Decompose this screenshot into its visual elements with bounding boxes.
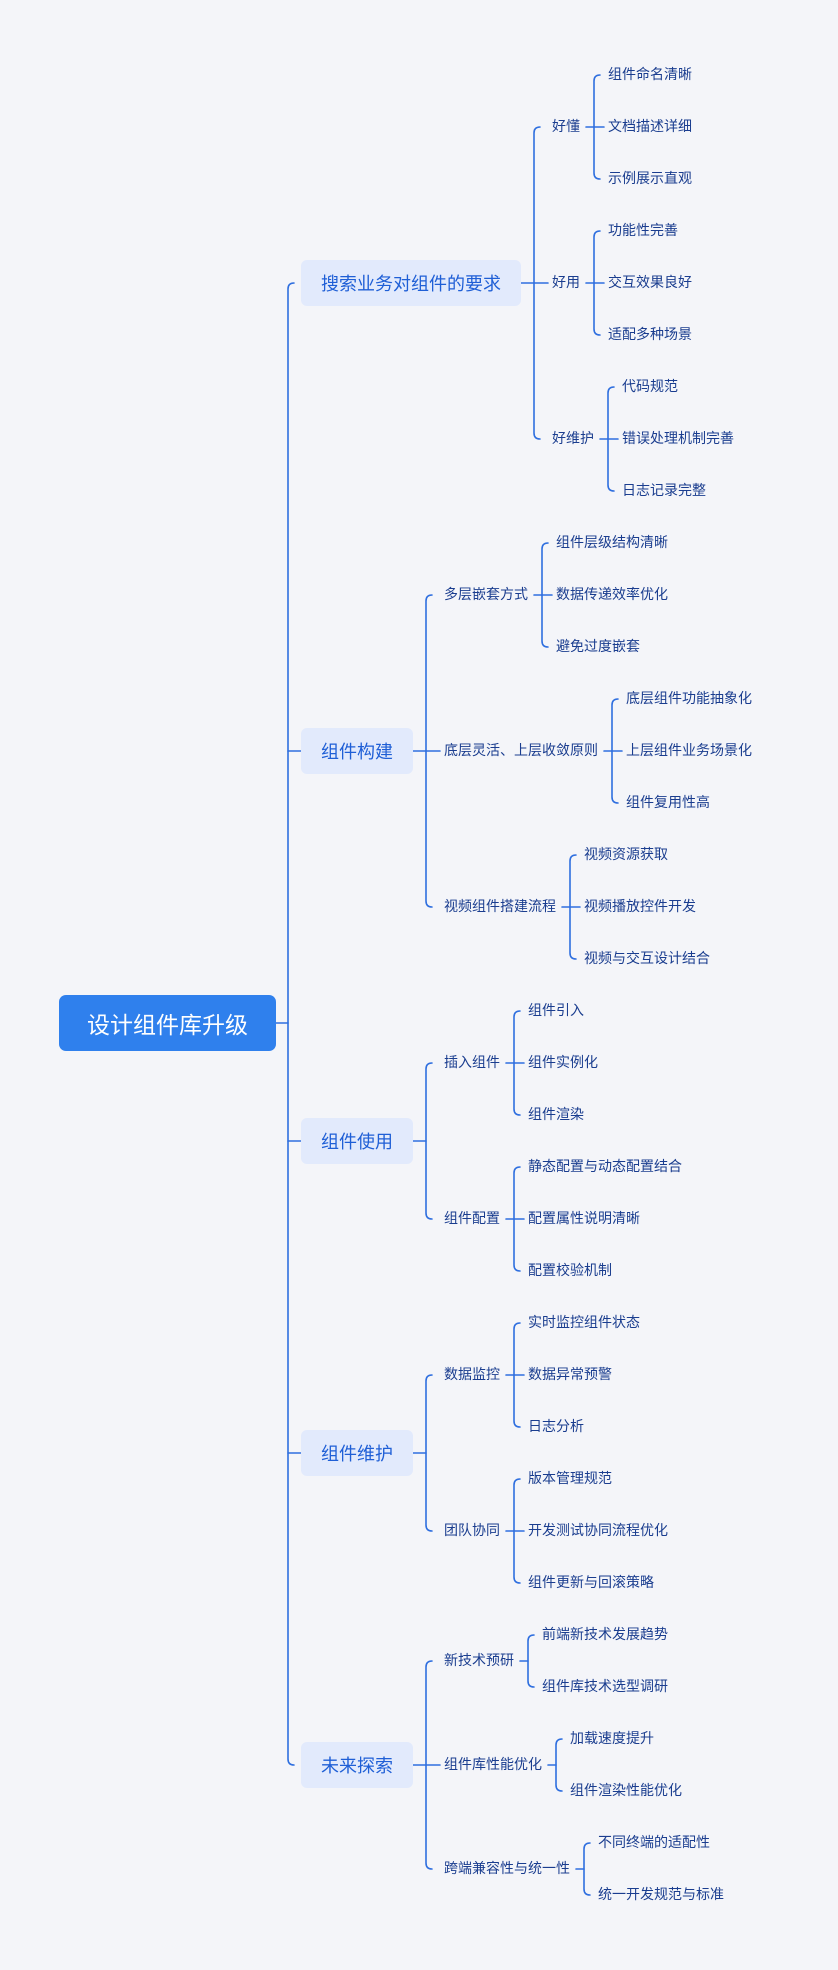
leaf-label[interactable]: 加载速度提升 bbox=[570, 1731, 654, 1747]
subtopic-label[interactable]: 好懂 bbox=[552, 119, 580, 135]
leaf-label[interactable]: 交互效果良好 bbox=[608, 275, 692, 291]
leaf-label[interactable]: 错误处理机制完善 bbox=[622, 431, 734, 447]
leaf-label[interactable]: 前端新技术发展趋势 bbox=[542, 1627, 668, 1643]
subtopic-label[interactable]: 新技术预研 bbox=[444, 1653, 514, 1669]
subtopic-label[interactable]: 团队协同 bbox=[444, 1523, 500, 1539]
leaf-label[interactable]: 日志记录完整 bbox=[622, 483, 706, 499]
leaf-label[interactable]: 配置属性说明清晰 bbox=[528, 1211, 640, 1227]
subtopic-label[interactable]: 数据监控 bbox=[444, 1367, 500, 1383]
subtopic-label[interactable]: 插入组件 bbox=[444, 1055, 500, 1071]
leaf-label[interactable]: 组件渲染 bbox=[528, 1107, 584, 1123]
leaf-label[interactable]: 组件命名清晰 bbox=[608, 67, 692, 83]
leaf-label[interactable]: 组件引入 bbox=[528, 1003, 584, 1019]
leaf-label[interactable]: 适配多种场景 bbox=[608, 327, 692, 343]
leaf-label[interactable]: 组件实例化 bbox=[528, 1055, 598, 1071]
subtopic-label[interactable]: 组件配置 bbox=[444, 1211, 500, 1227]
connector bbox=[425, 1374, 433, 1532]
leaf-label[interactable]: 组件渲染性能优化 bbox=[570, 1783, 682, 1799]
branch-node[interactable]: 组件维护 bbox=[301, 1430, 413, 1476]
leaf-label[interactable]: 日志分析 bbox=[528, 1419, 584, 1435]
leaf-label[interactable]: 数据传递效率优化 bbox=[556, 587, 668, 603]
leaf-label[interactable]: 组件层级结构清晰 bbox=[556, 535, 668, 551]
subtopic-label[interactable]: 组件库性能优化 bbox=[444, 1757, 542, 1773]
connector bbox=[287, 282, 295, 1766]
leaf-label[interactable]: 静态配置与动态配置结合 bbox=[528, 1159, 682, 1175]
branch-node[interactable]: 组件构建 bbox=[301, 728, 413, 774]
leaf-label[interactable]: 视频资源获取 bbox=[584, 847, 668, 863]
leaf-label[interactable]: 实时监控组件状态 bbox=[528, 1315, 640, 1331]
subtopic-label[interactable]: 多层嵌套方式 bbox=[444, 587, 528, 603]
leaf-label[interactable]: 统一开发规范与标准 bbox=[598, 1887, 724, 1903]
leaf-label[interactable]: 功能性完善 bbox=[608, 223, 678, 239]
leaf-label[interactable]: 开发测试协同流程优化 bbox=[528, 1523, 668, 1539]
subtopic-label[interactable]: 好维护 bbox=[552, 431, 594, 447]
leaf-label[interactable]: 组件库技术选型调研 bbox=[542, 1679, 668, 1695]
leaf-label[interactable]: 底层组件功能抽象化 bbox=[626, 691, 752, 707]
branch-node[interactable]: 搜索业务对组件的要求 bbox=[301, 260, 521, 306]
subtopic-label[interactable]: 好用 bbox=[552, 275, 580, 291]
leaf-label[interactable]: 文档描述详细 bbox=[608, 119, 692, 135]
leaf-label[interactable]: 视频与交互设计结合 bbox=[584, 951, 710, 967]
root-node[interactable]: 设计组件库升级 bbox=[59, 995, 276, 1051]
leaf-label[interactable]: 代码规范 bbox=[622, 379, 678, 395]
leaf-label[interactable]: 不同终端的适配性 bbox=[598, 1835, 710, 1851]
subtopic-label[interactable]: 底层灵活、上层收敛原则 bbox=[444, 743, 598, 759]
leaf-label[interactable]: 视频播放控件开发 bbox=[584, 899, 696, 915]
leaf-label[interactable]: 上层组件业务场景化 bbox=[626, 743, 752, 759]
branch-node[interactable]: 组件使用 bbox=[301, 1118, 413, 1164]
branch-node[interactable]: 未来探索 bbox=[301, 1742, 413, 1788]
leaf-label[interactable]: 数据异常预警 bbox=[528, 1367, 612, 1383]
connector bbox=[425, 1062, 433, 1220]
leaf-label[interactable]: 组件复用性高 bbox=[626, 795, 710, 811]
connector bbox=[555, 1738, 563, 1792]
subtopic-label[interactable]: 视频组件搭建流程 bbox=[444, 899, 556, 915]
leaf-label[interactable]: 示例展示直观 bbox=[608, 171, 692, 187]
leaf-label[interactable]: 避免过度嵌套 bbox=[556, 639, 640, 655]
leaf-label[interactable]: 配置校验机制 bbox=[528, 1263, 612, 1279]
leaf-label[interactable]: 版本管理规范 bbox=[528, 1471, 612, 1487]
leaf-label[interactable]: 组件更新与回滚策略 bbox=[528, 1575, 654, 1591]
subtopic-label[interactable]: 跨端兼容性与统一性 bbox=[444, 1861, 570, 1877]
connector bbox=[583, 1842, 591, 1896]
connector bbox=[527, 1634, 535, 1688]
